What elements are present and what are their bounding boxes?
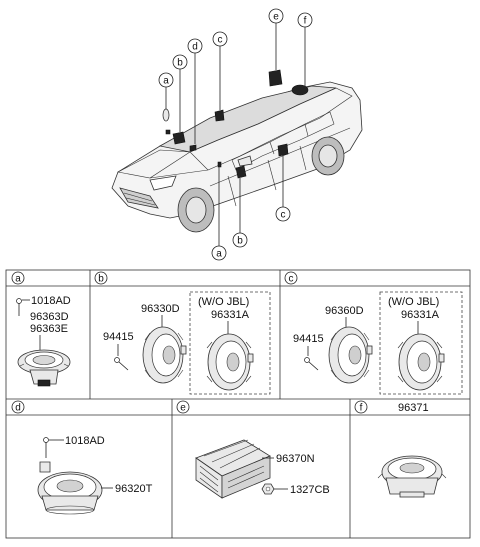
panel-d-speaker-label: 96320T	[115, 483, 153, 495]
car-speaker-d	[189, 144, 197, 152]
svg-text:c: c	[281, 210, 286, 221]
car-speaker-a-part	[162, 108, 170, 122]
svg-text:f: f	[304, 16, 307, 27]
panel-b-bolt-icon	[114, 357, 129, 371]
panel-f-speaker-icon	[377, 455, 447, 498]
svg-text:e: e	[180, 403, 186, 414]
panel-d-header: d	[11, 400, 25, 414]
panel-b-optional-speaker-icon	[206, 333, 254, 391]
panel-b-option-label: (W/O JBL)	[198, 296, 249, 308]
panel-d-screw-icon	[43, 437, 49, 458]
svg-text:e: e	[273, 12, 279, 23]
panel-b-header: b	[94, 271, 108, 285]
panel-c-optional-box	[379, 291, 463, 395]
panel-e: e 96370N 1327CB	[176, 400, 330, 499]
panel-c-option-part-label: 96331A	[401, 309, 440, 321]
svg-text:a: a	[163, 76, 169, 87]
panel-a-header: a	[11, 271, 25, 285]
panel-c-speaker-label: 96360D	[325, 305, 364, 317]
svg-text:d: d	[15, 403, 21, 414]
callout-a-top: a	[158, 72, 174, 88]
svg-text:b: b	[237, 236, 243, 247]
panel-c: c 96360D 94415 (W/O JBL) 96331A	[284, 271, 463, 395]
panel-b-speaker-label: 96330D	[141, 303, 180, 315]
svg-text:b: b	[98, 274, 104, 285]
panel-d-speaker-icon	[37, 461, 103, 515]
parts-table	[5, 269, 471, 539]
panel-e-nut-label: 1327CB	[290, 484, 330, 496]
car-speaker-f	[291, 84, 309, 96]
panel-d-screw-label: 1018AD	[65, 435, 105, 447]
callout-b-top: b	[172, 54, 188, 70]
svg-text:d: d	[192, 42, 198, 53]
panel-b: b 96330D 94415 (W/O JBL) 96331A	[94, 271, 271, 395]
panel-c-optional-speaker-icon	[397, 333, 445, 391]
panel-a-part1-label: 96363D	[30, 311, 69, 323]
panel-b-optional-box	[189, 291, 271, 395]
car-speaker-c-door	[277, 143, 289, 157]
callout-a-bottom: a	[211, 245, 227, 261]
callout-e: e	[268, 8, 284, 24]
callout-f: f	[297, 12, 313, 28]
panel-c-speaker-icon	[328, 326, 373, 384]
panel-c-header: c	[284, 271, 298, 285]
nut-icon	[261, 483, 275, 495]
panel-e-header: e	[176, 400, 190, 414]
car-speaker-e	[268, 69, 283, 87]
svg-text:a: a	[15, 274, 21, 285]
panel-c-bolt-label: 94415	[293, 333, 324, 345]
panel-b-speaker-icon	[142, 326, 187, 384]
panel-c-bolt-icon	[304, 357, 319, 371]
car-speaker-b-door	[235, 165, 247, 179]
panel-a-screw-icon	[16, 298, 22, 316]
car-illustration: e f d c b a c b a	[111, 8, 363, 261]
panel-a: a 1018AD 96363D 96363E	[11, 271, 71, 387]
svg-text:c: c	[289, 274, 294, 285]
panel-a-part2-label: 96363E	[30, 323, 68, 335]
svg-text:c: c	[218, 35, 223, 46]
car-speaker-b-front	[172, 131, 186, 145]
car-speaker-c-rear	[214, 109, 225, 122]
panel-d: d 1018AD 96320T	[11, 400, 153, 515]
svg-text:a: a	[216, 249, 222, 260]
callout-b-bottom: b	[232, 232, 248, 248]
panel-b-bolt-label: 94415	[103, 331, 134, 343]
panel-b-option-part-label: 96331A	[211, 309, 250, 321]
amplifier-icon	[195, 439, 271, 499]
callout-c-bottom: c	[275, 206, 291, 222]
panel-f-speaker-label: 96371	[398, 402, 429, 414]
tweeter-icon	[17, 349, 71, 387]
callout-c-top: c	[212, 31, 228, 47]
svg-text:f: f	[360, 403, 363, 414]
svg-text:b: b	[177, 58, 183, 69]
callout-d: d	[187, 38, 203, 54]
panel-f: f 96371	[354, 400, 447, 498]
panel-a-screw-label: 1018AD	[31, 295, 71, 307]
car-speaker-a-door	[217, 161, 222, 168]
panel-e-amp-label: 96370N	[276, 453, 315, 465]
panel-f-header: f	[354, 400, 368, 414]
panel-c-option-label: (W/O JBL)	[388, 296, 439, 308]
